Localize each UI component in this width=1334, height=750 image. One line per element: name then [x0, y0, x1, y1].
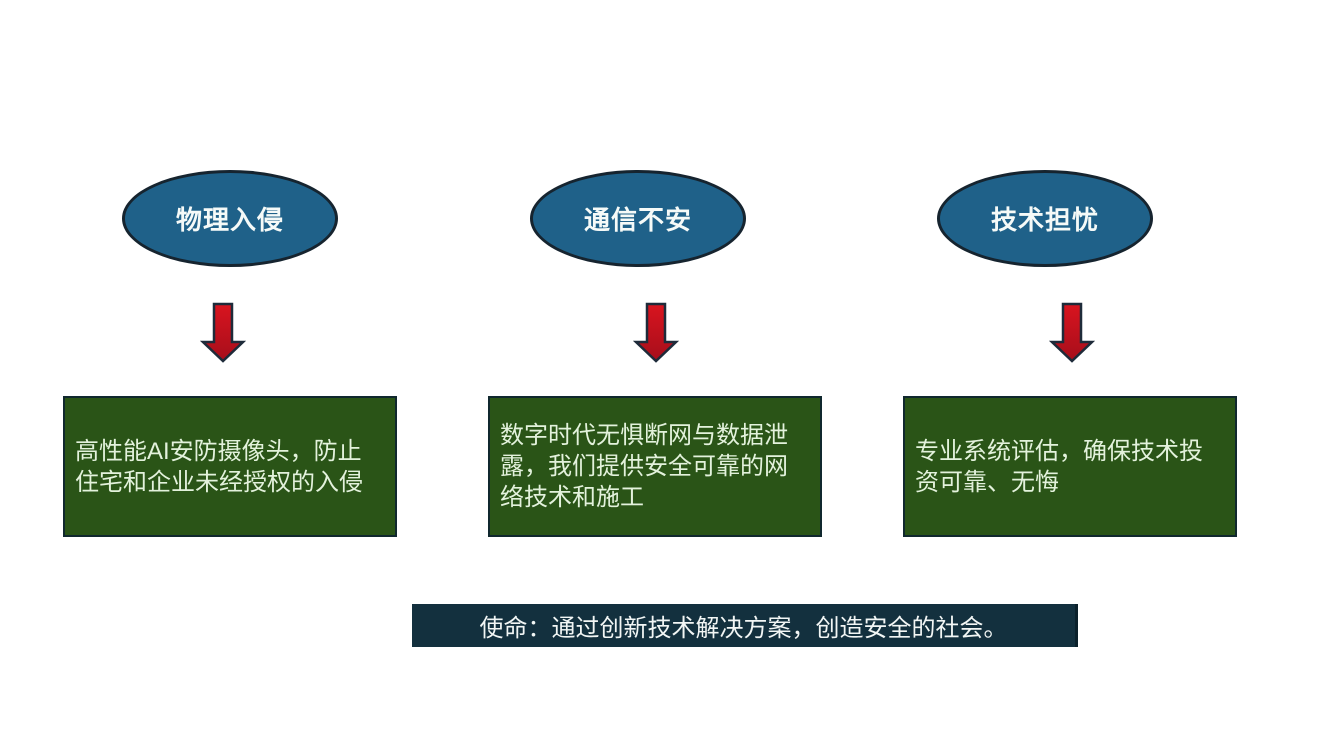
- down-arrow-icon: [200, 302, 246, 363]
- description-box: 专业系统评估，确保技术投资可靠、无悔: [903, 396, 1237, 537]
- description-text: 高性能AI安防摄像头，防止住宅和企业未经授权的入侵: [75, 437, 363, 496]
- down-arrow-icon: [1049, 302, 1095, 363]
- topic-label: 物理入侵: [175, 205, 284, 235]
- description-text: 数字时代无惧断网与数据泄露，我们提供安全可靠的网络技术和施工: [500, 422, 788, 511]
- description-box: 数字时代无惧断网与数据泄露，我们提供安全可靠的网络技术和施工: [488, 396, 822, 537]
- mission-banner: 使命：通过创新技术解决方案，创造安全的社会。: [412, 604, 1078, 647]
- topic-ellipse-technology-concern: 技术担忧: [937, 170, 1153, 267]
- topic-ellipse-communication-insecurity: 通信不安: [530, 170, 746, 267]
- topic-label: 通信不安: [583, 205, 692, 235]
- topic-label: 技术担忧: [990, 205, 1099, 235]
- description-box: 高性能AI安防摄像头，防止住宅和企业未经授权的入侵: [63, 396, 397, 537]
- down-arrow-icon: [633, 302, 679, 363]
- topic-ellipse-physical-intrusion: 物理入侵: [122, 170, 338, 267]
- description-text: 专业系统评估，确保技术投资可靠、无悔: [915, 437, 1203, 496]
- mission-text: 使命：通过创新技术解决方案，创造安全的社会。: [479, 615, 1008, 642]
